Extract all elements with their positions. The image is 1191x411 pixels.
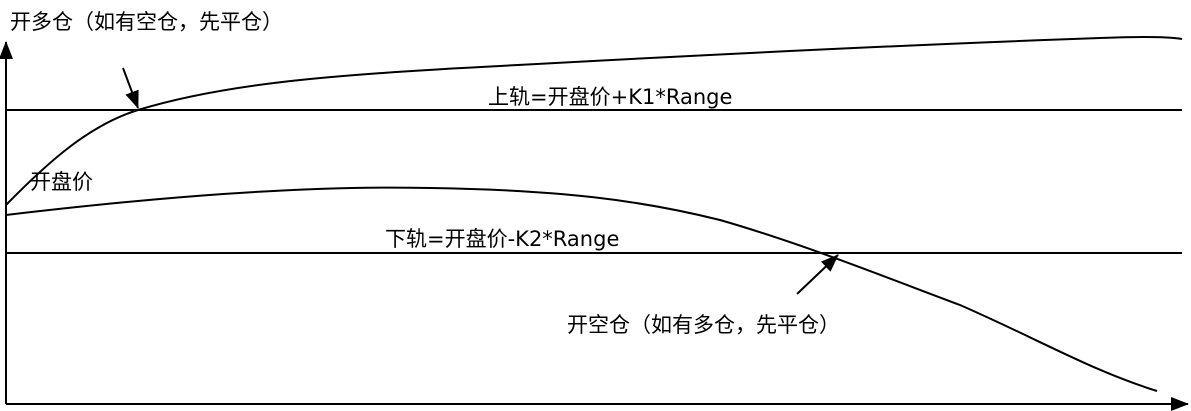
falling-price-curve xyxy=(5,186,1158,392)
long-entry-arrow xyxy=(122,67,139,109)
short-entry-label: 开空仓（如有多仓，先平仓） xyxy=(567,313,840,337)
rising-price-curve xyxy=(5,35,1183,206)
lower-band-label: 下轨=开盘价-K2*Range xyxy=(385,227,620,251)
upper-band-label: 上轨=开盘价+K1*Range xyxy=(488,85,733,109)
open-price-label: 开盘价 xyxy=(30,170,93,194)
short-entry-arrow xyxy=(796,254,839,295)
long-entry-label: 开多仓（如有空仓，先平仓） xyxy=(10,10,283,34)
